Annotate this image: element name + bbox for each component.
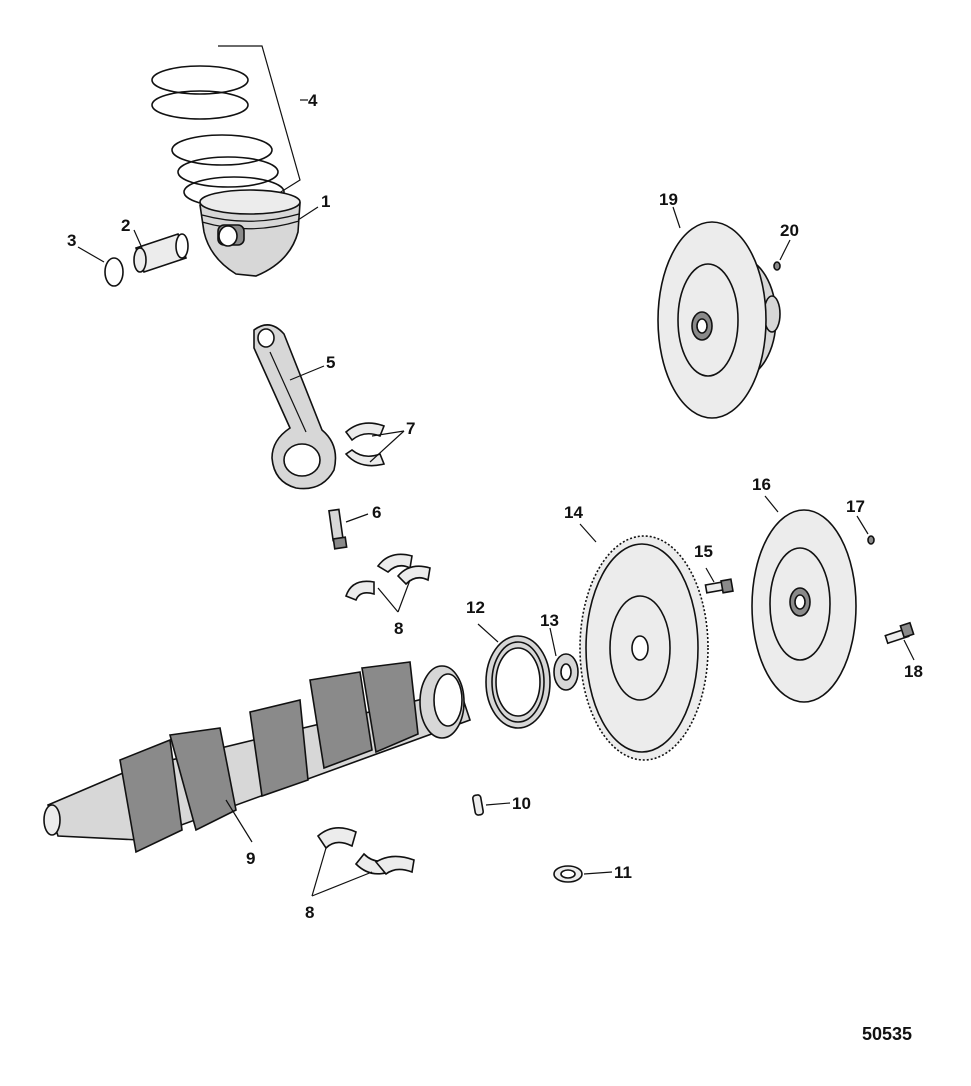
callout-1: 1 — [321, 192, 330, 211]
callout-2: 2 — [121, 216, 130, 235]
flywheel-spacer — [553, 653, 579, 691]
callout-19: 19 — [659, 190, 678, 209]
piston — [199, 189, 301, 277]
drive-coupler-upper — [657, 221, 781, 419]
leader-lines — [77, 99, 915, 897]
callout-14: 14 — [564, 503, 583, 522]
crankshaft — [43, 661, 472, 854]
coupler-bolt — [884, 621, 915, 645]
callout-7: 7 — [406, 419, 415, 438]
callout-12: 12 — [466, 598, 485, 617]
callout-3: 3 — [67, 231, 76, 250]
callout-9: 9 — [246, 849, 255, 868]
callout-6: 6 — [372, 503, 381, 522]
diagram-reference-number: 50535 — [862, 1024, 912, 1044]
callout-17: 17 — [846, 497, 865, 516]
rod-bearings — [344, 422, 386, 467]
piston-pin — [133, 232, 189, 274]
flywheel-bolt — [704, 578, 734, 594]
flywheel — [579, 535, 709, 761]
rod-bolt — [328, 508, 348, 550]
drive-coupler-lower — [751, 509, 857, 703]
callout-8-lower: 8 — [305, 903, 314, 922]
connecting-rod — [253, 324, 337, 490]
pin-retainer-ring — [104, 257, 124, 287]
piston-rings — [151, 45, 301, 208]
callout-16: 16 — [752, 475, 771, 494]
callout-4: 4 — [308, 91, 318, 110]
main-bearings-lower — [316, 827, 415, 876]
callout-labels: 1 2 3 4 5 6 7 8 9 10 11 8 12 13 14 15 16… — [67, 91, 923, 922]
main-bearings-upper — [345, 553, 431, 602]
coupler-pin-upper — [773, 261, 781, 271]
rear-main-seal — [485, 635, 551, 729]
coupler-pin-lower — [867, 535, 875, 545]
thrust-washer — [553, 865, 583, 883]
callout-13: 13 — [540, 611, 559, 630]
dowel-pin — [471, 794, 485, 816]
callout-11: 11 — [614, 863, 632, 882]
callout-20: 20 — [780, 221, 799, 240]
callout-5: 5 — [326, 353, 335, 372]
callout-18: 18 — [904, 662, 923, 681]
callout-15: 15 — [694, 542, 713, 561]
callout-8-upper: 8 — [394, 619, 403, 638]
callout-10: 10 — [512, 794, 531, 813]
